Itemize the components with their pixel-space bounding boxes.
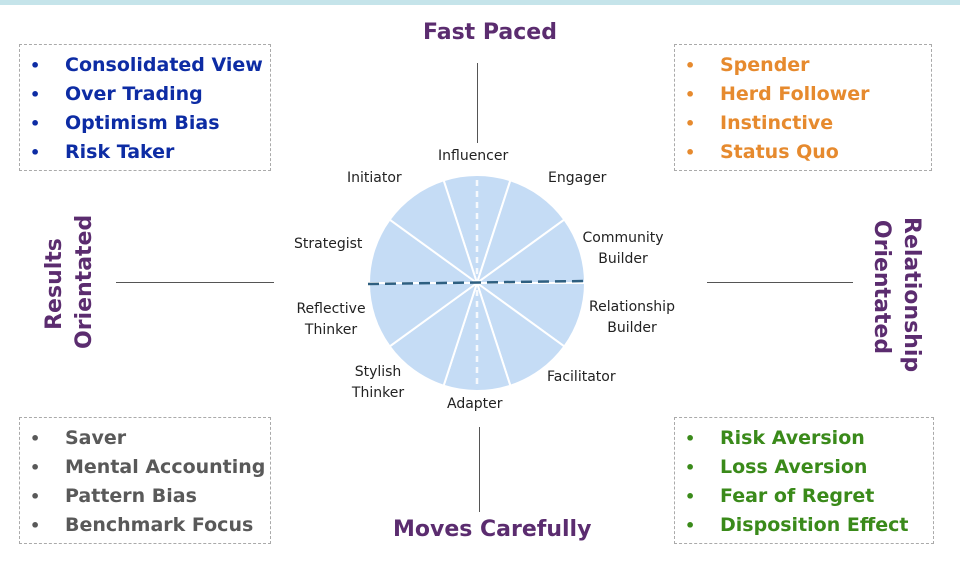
axis-label-top: Fast Paced [423,20,557,45]
list-item: •Loss Aversion [685,453,923,482]
bullet-icon: • [30,56,41,75]
bullet-icon: • [30,516,41,535]
axis-line-left [116,282,274,283]
bullet-icon: • [685,429,696,448]
label-adapter: Adapter [447,396,503,412]
list-item: •Risk Taker [30,138,260,167]
list-item: •Instinctive [685,109,921,138]
list-item: •Benchmark Focus [30,511,260,540]
list-item: •Mental Accounting [30,453,265,482]
bullet-icon: • [30,114,41,133]
list-item: •Saver [30,424,260,453]
bullet-icon: • [685,487,696,506]
bullet-icon: • [30,85,41,104]
list-item: •Risk Aversion [685,424,923,453]
bullet-icon: • [30,487,41,506]
wheel-horizontal-divider [367,279,587,286]
list-item: •Herd Follower [685,80,921,109]
axis-line-right [707,282,853,283]
bullet-icon: • [685,458,696,477]
list-item: •Over Trading [30,80,260,109]
quadrant-top-right: •Spender •Herd Follower •Instinctive •St… [674,44,932,171]
axis-line-bottom [479,427,480,512]
segment-initiator [388,179,479,286]
label-engager: Engager [548,170,607,186]
quadrant-bottom-left: •Saver •Mental Accounting •Pattern Bias … [19,417,271,544]
label-facilitator: Facilitator [547,369,616,385]
top-accent-bar [0,0,960,5]
list-item: •Fear of Regret [685,482,923,511]
bullet-icon: • [685,516,696,535]
list-item: •Pattern Bias [30,482,260,511]
label-initiator: Initiator [347,170,402,186]
bullet-icon: • [30,458,41,477]
quadrant-bottom-right: •Risk Aversion •Loss Aversion •Fear of R… [674,417,934,544]
bullet-icon: • [685,143,696,162]
quadrant-top-left: •Consolidated View •Over Trading •Optimi… [19,44,271,171]
list-item: •Status Quo [685,138,921,167]
label-strategist: Strategist [294,236,363,252]
list-item: •Spender [685,51,921,80]
axis-line-top [477,63,478,143]
bullet-icon: • [685,114,696,133]
bullet-icon: • [30,429,41,448]
list-item: •Disposition Effect [685,511,923,540]
bullet-icon: • [685,56,696,75]
bullet-icon: • [685,85,696,104]
list-item: •Consolidated View [30,51,263,80]
label-influencer: Influencer [438,148,509,164]
axis-label-bottom: Moves Carefully [393,517,592,542]
list-item: •Optimism Bias [30,109,260,138]
bullet-icon: • [30,143,41,162]
